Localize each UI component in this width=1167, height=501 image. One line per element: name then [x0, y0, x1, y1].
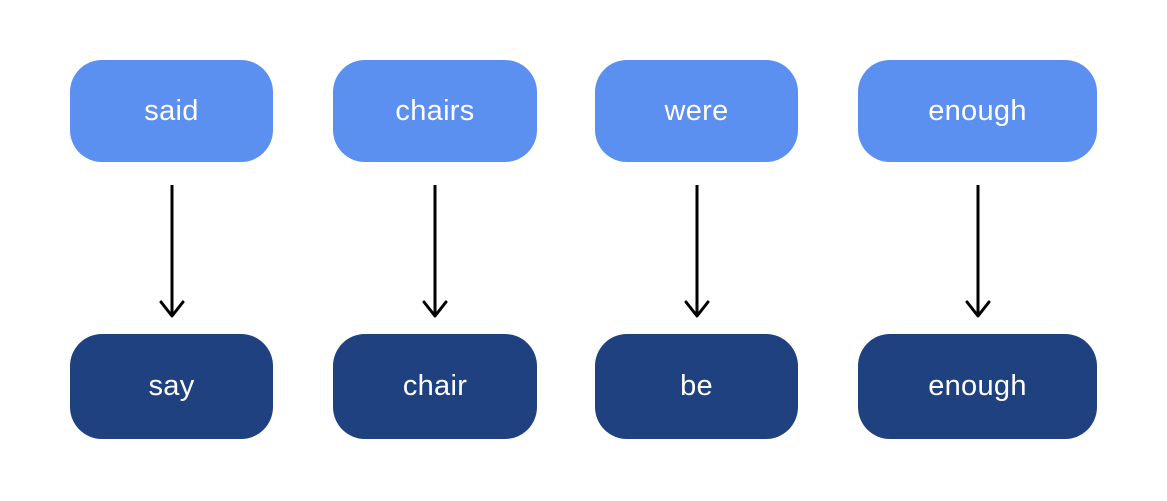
source-word-label: chairs — [395, 94, 475, 127]
target-word-label: say — [148, 370, 195, 402]
source-word-box: were — [595, 60, 798, 162]
diagram-column: were be — [595, 60, 798, 439]
diagram-column: said say — [70, 60, 273, 439]
target-word-label: enough — [928, 370, 1027, 402]
target-word-label: chair — [402, 370, 468, 402]
target-word-label: be — [680, 370, 713, 402]
target-word-box: be — [595, 334, 798, 439]
diagram-column: chairs chair — [333, 60, 537, 439]
source-word-label: enough — [928, 94, 1027, 127]
down-arrow-icon — [419, 183, 451, 319]
target-word-box: enough — [858, 334, 1097, 439]
target-word-box: chair — [333, 334, 537, 439]
down-arrow-icon — [156, 183, 188, 319]
source-word-label: said — [144, 94, 199, 127]
source-word-box: enough — [858, 60, 1097, 162]
down-arrow-icon — [962, 183, 994, 319]
down-arrow-icon — [681, 183, 713, 319]
diagram-column: enough enough — [858, 60, 1097, 439]
source-word-box: said — [70, 60, 273, 162]
source-word-label: were — [664, 94, 729, 127]
target-word-box: say — [70, 334, 273, 439]
source-word-box: chairs — [333, 60, 537, 162]
